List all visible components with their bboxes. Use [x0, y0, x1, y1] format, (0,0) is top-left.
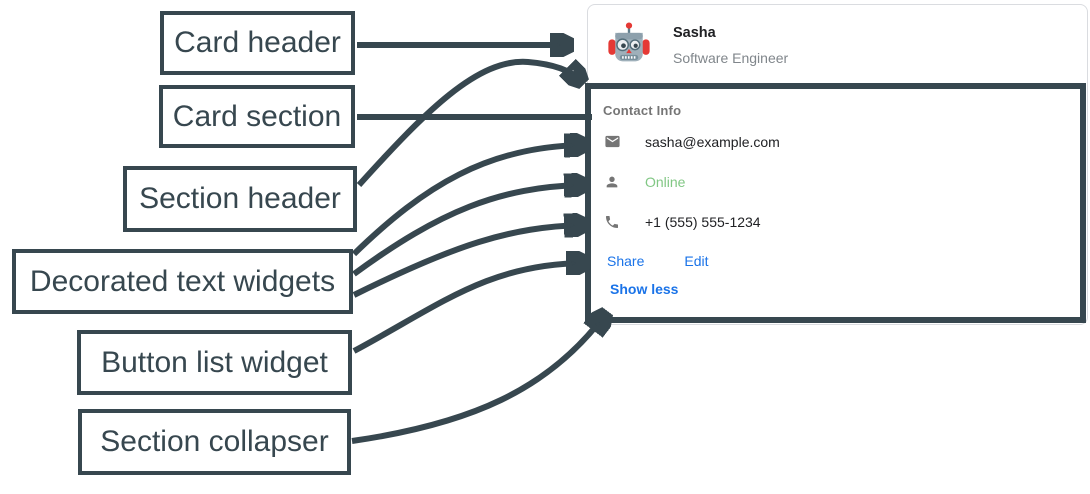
- email-text: sasha@example.com: [645, 133, 780, 150]
- arrow-decorated-text-1: [351, 145, 582, 257]
- edit-button[interactable]: Edit: [684, 253, 709, 269]
- card-header-text: Sasha Software Engineer: [673, 21, 788, 66]
- button-list: Share Edit: [607, 253, 708, 269]
- chat-card: Sasha Software Engineer Contact Info sas…: [585, 4, 1088, 325]
- label-card-section: Card section: [159, 85, 355, 148]
- card-section: Contact Info sasha@example.com Online +1…: [585, 83, 1086, 323]
- arrow-section-header: [356, 62, 580, 188]
- decorated-text-email: sasha@example.com: [604, 133, 780, 150]
- decorated-text-status: Online: [604, 173, 685, 190]
- label-section-header: Section header: [123, 166, 357, 232]
- arrow-decorated-text-3: [352, 225, 582, 298]
- email-icon: [604, 133, 621, 150]
- person-icon: [604, 173, 621, 190]
- share-button[interactable]: Share: [607, 253, 645, 269]
- card-subtitle: Software Engineer: [673, 50, 789, 66]
- section-header: Contact Info: [603, 103, 682, 118]
- section-collapser-button[interactable]: Show less: [610, 281, 679, 297]
- label-card-header: Card header: [160, 11, 355, 75]
- arrow-section-collapser: [351, 316, 604, 444]
- phone-icon: [604, 213, 621, 230]
- label-decorated-text-widgets: Decorated text widgets: [12, 249, 353, 314]
- card-title: Sasha: [673, 25, 716, 41]
- label-section-collapser: Section collapser: [78, 409, 351, 475]
- card-header: Sasha Software Engineer: [607, 21, 788, 66]
- status-text: Online: [645, 173, 686, 190]
- phone-text: +1 (555) 555-1234: [645, 213, 761, 230]
- label-button-list-widget: Button list widget: [77, 330, 352, 395]
- decorated-text-phone: +1 (555) 555-1234: [604, 213, 761, 230]
- robot-avatar-icon: [607, 21, 651, 65]
- arrow-button-list: [352, 263, 584, 354]
- arrow-decorated-text-2: [352, 185, 582, 277]
